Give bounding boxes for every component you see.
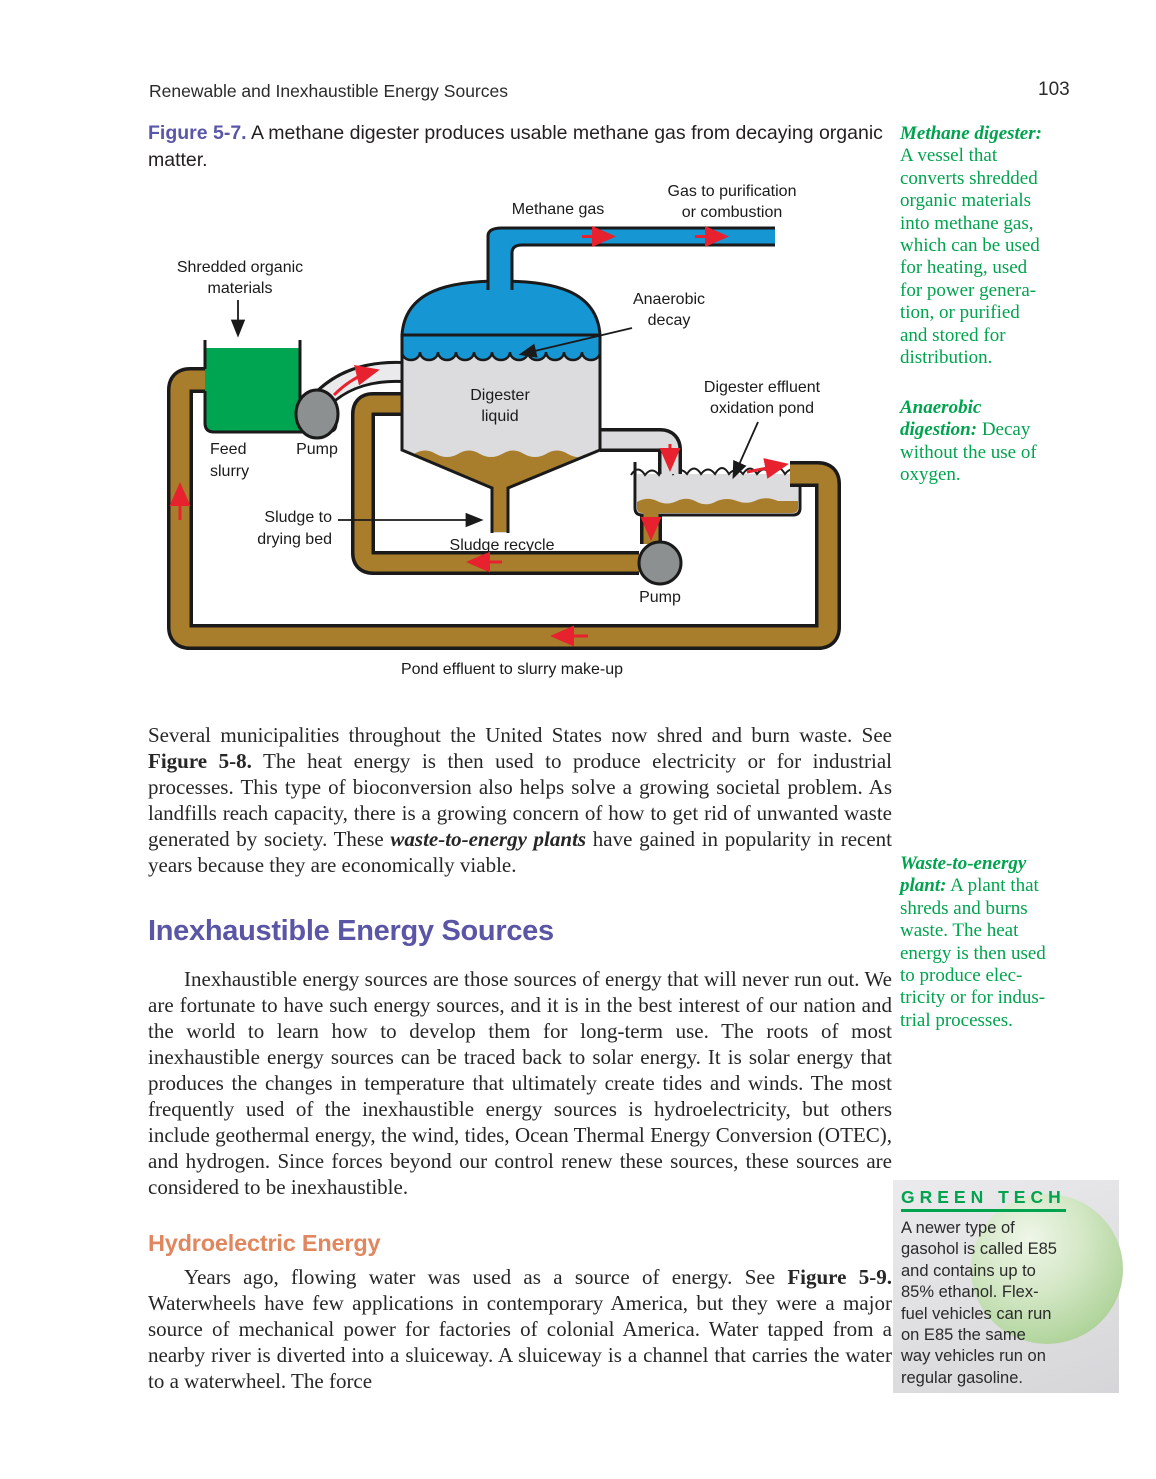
section-heading-inexhaustible: Inexhaustible Energy Sources	[148, 915, 554, 947]
label-pump1: Pump	[296, 441, 338, 458]
paragraph-waste-to-energy: Several municipalities throughout the Un…	[148, 722, 892, 878]
margin-note-methane-digester: Methane digester: A vessel that converts…	[900, 123, 1105, 369]
p1-run5: have gained in popularity in recent year…	[148, 827, 892, 877]
recycle-pipe	[351, 392, 639, 575]
label-shredded-line1: Shredded organic	[177, 259, 303, 276]
methane-digester-diagram: Methane gas Gas to purification or combu…	[150, 182, 880, 702]
label-sludge-dry-line1: Sludge to	[264, 509, 332, 526]
p3-run3: Waterwheels have few applications in con…	[148, 1291, 892, 1393]
label-sludge-dry-line2: drying bed	[257, 531, 332, 548]
digester-walls	[400, 335, 602, 533]
figure-5-9-ref: Figure 5-9.	[787, 1265, 892, 1289]
label-digester-line1: Digester	[470, 387, 530, 404]
label-methane-gas: Methane gas	[512, 201, 605, 218]
gas-pipe	[486, 226, 775, 290]
label-pump2: Pump	[639, 589, 681, 606]
label-pond-effluent: Pond effluent to slurry make-up	[401, 661, 623, 678]
figure-label: Figure 5-7.	[148, 122, 247, 144]
margin-note-waste-to-energy: Waste-to-energy plant: A plant that shre…	[900, 853, 1105, 1032]
recycle-pump	[637, 540, 683, 586]
green-tech-box: GREEN TECH A newer type of gasohol is ca…	[893, 1180, 1123, 1393]
label-arrows	[230, 300, 759, 528]
pond-sludge	[637, 498, 798, 513]
pond-walls	[633, 462, 802, 517]
note-term: Methane digester:	[900, 123, 1042, 144]
digester-wave-band	[400, 333, 602, 362]
figure-caption-text: A methane digester produces usable metha…	[148, 122, 883, 171]
label-anaerobic-line1: Anaerobic	[633, 291, 705, 308]
key-term-waste-to-energy: waste-to-energy plants	[390, 827, 587, 851]
subsection-heading-hydroelectric: Hydroelectric Energy	[148, 1230, 381, 1256]
label-effluent-line1: Digester effluent	[704, 379, 821, 396]
label-digester-line2: liquid	[481, 408, 518, 425]
loop-pipe	[167, 367, 841, 650]
figure-caption: Figure 5-7. A methane digester produces …	[148, 120, 892, 174]
p3-run1: Years ago, flowing water was used as a s…	[184, 1265, 788, 1289]
green-tech-text: A newer type of gasohol is called E85 an…	[901, 1219, 1057, 1387]
p1-run3: The heat energy is then used to produce …	[148, 749, 892, 851]
running-title: Renewable and Inexhaustible Energy Sourc…	[149, 81, 508, 101]
page-number: 103	[1038, 79, 1070, 100]
paragraph-inexhaustible: Inexhaustible energy sources are those s…	[148, 967, 892, 1199]
note-term: Waste-to-energy plant:	[900, 853, 1027, 897]
label-feed-line1: Feed	[210, 441, 246, 458]
label-effluent-line2: oxidation pond	[710, 400, 814, 417]
digester-tank	[402, 335, 600, 533]
diagram-canvas: Methane gas Gas to purification or combu…	[167, 183, 841, 678]
green-tech-title: GREEN TECH	[901, 1187, 1066, 1212]
label-shredded-line2: materials	[208, 280, 273, 297]
flow-arrows	[169, 226, 789, 647]
note-text: A vessel that converts shredded organic …	[900, 145, 1040, 369]
p1-run1: Several municipalities throughout the Un…	[148, 723, 892, 747]
margin-note-anaerobic-digestion: Anaerobic digestion: Decay without the u…	[900, 397, 1105, 487]
figure-5-8-ref: Figure 5-8.	[148, 749, 252, 773]
label-feed-line2: slurry	[210, 463, 249, 480]
label-anaerobic-line2: decay	[648, 312, 691, 329]
note-term: Anaerobic digestion:	[900, 397, 982, 441]
label-sludge-recycle: Sludge recycle	[450, 537, 555, 554]
green-sphere-graphic	[971, 1194, 1123, 1344]
oxidation-pond	[630, 462, 802, 517]
funnel-sludge	[414, 450, 586, 532]
paragraph-hydroelectric: Years ago, flowing water was used as a s…	[148, 1264, 892, 1394]
label-gas-line2: or combustion	[682, 204, 783, 221]
note-text: A plant that shreds and burns waste. The…	[900, 875, 1046, 1031]
label-gas-line1: Gas to purification	[668, 183, 797, 200]
digester	[400, 279, 602, 533]
feed-pump	[294, 388, 340, 440]
note-text: Decay without the use of oxygen.	[900, 419, 1037, 486]
pond-waves	[630, 467, 800, 477]
